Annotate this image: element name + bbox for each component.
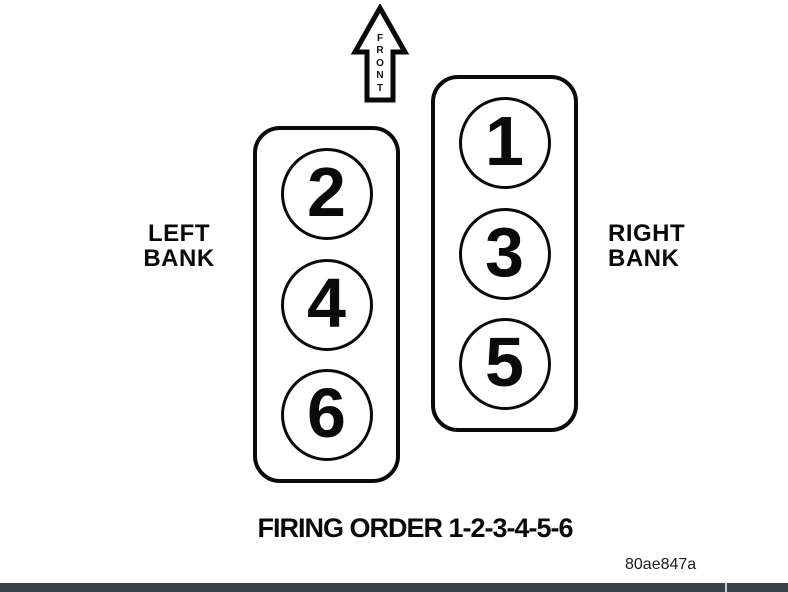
cylinder-4: 4	[280, 258, 373, 351]
cylinder-2: 2	[280, 148, 373, 241]
bottom-edge-bar	[0, 583, 788, 592]
bottom-edge-bar-divider	[725, 583, 727, 592]
front-arrow-label: F R O N T	[350, 33, 410, 95]
left-bank-label-line1: LEFT	[148, 220, 210, 247]
left-bank-label: LEFT BANK	[118, 221, 240, 271]
front-letter: T	[376, 82, 384, 94]
right-bank: 1 3 5	[431, 75, 578, 432]
front-letter: F	[376, 33, 384, 44]
cylinder-3: 3	[458, 207, 551, 300]
figure-code: 80ae847a	[625, 556, 697, 573]
left-bank: 2 4 6	[253, 126, 400, 483]
cylinder-5: 5	[458, 317, 551, 410]
front-letter: R	[376, 45, 384, 57]
right-bank-label-line2: BANK	[608, 245, 680, 272]
front-letter: O	[376, 57, 384, 69]
cylinder-6: 6	[280, 368, 373, 461]
firing-order-caption: FIRING ORDER 1-2-3-4-5-6	[257, 513, 573, 543]
front-letter: N	[376, 70, 384, 82]
right-bank-label-line1: RIGHT	[608, 220, 686, 247]
front-arrow-icon	[350, 4, 410, 103]
right-bank-label: RIGHT BANK	[608, 221, 730, 271]
cylinder-1: 1	[458, 97, 551, 190]
left-bank-label-line2: BANK	[143, 245, 215, 272]
